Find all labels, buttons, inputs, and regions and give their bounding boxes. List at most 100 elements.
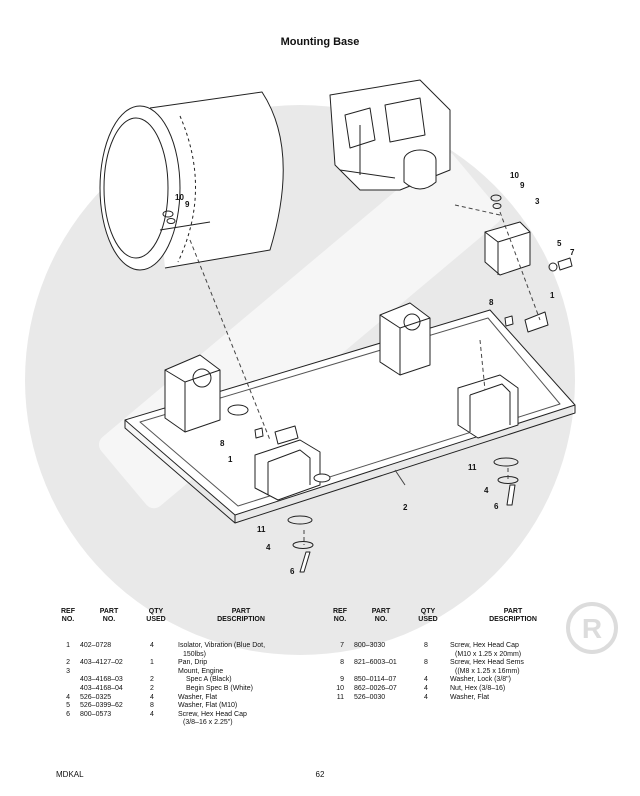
cell-qty: 8 [424, 659, 428, 667]
cell-desc: Washer, Lock (3/8") [450, 676, 511, 684]
table-row: 8 821–6003–01 8 Screw, Hex Head Sems [320, 659, 640, 668]
table-row: 403–4168–03 2 Spec A (Black) [0, 676, 320, 685]
cell-desc: (3/8–16 x 2.25") [183, 719, 233, 727]
engine-block [329, 79, 451, 191]
cell-qty: 1 [150, 659, 154, 667]
cell-ref: 1 [66, 642, 70, 649]
parts-table-left: REF NO. PART NO. QTY USED PART DESCRIPTI… [0, 608, 320, 758]
cell-desc: Spec A (Black) [186, 676, 232, 684]
table-row: 5 526–0399–62 8 Washer, Flat (M10) [0, 702, 320, 711]
svg-text:R: R [582, 613, 602, 644]
callout-label: 10 [175, 193, 184, 202]
cell-ref: 3 [66, 667, 70, 675]
table-row: 150lbs) [0, 651, 320, 660]
cell-qty: 4 [150, 710, 154, 718]
callout-label: 6 [290, 567, 295, 576]
table-row: 403–4168–04 2 Begin Spec B (White) [0, 685, 320, 694]
callout-label: 8 [489, 298, 494, 307]
callout-label: 9 [185, 200, 190, 209]
callout-label: 5 [557, 239, 562, 248]
cell-qty: 4 [424, 693, 428, 701]
cell-ref: 11 [336, 693, 344, 701]
engine-mount-bracket [484, 221, 531, 276]
cell-desc: Screw, Hex Head Cap [178, 710, 247, 718]
cell-desc: Begin Spec B (White) [186, 685, 253, 692]
table-row: ((M8 x 1.25 x 16mm) [320, 668, 640, 677]
page-title: Mounting Base [280, 36, 360, 48]
callout-label: 6 [494, 502, 499, 511]
page-number: 62 [315, 770, 325, 779]
cell-qty: 4 [424, 676, 428, 684]
cell-desc: Mount, Engine [178, 667, 224, 675]
cell-desc: Washer, Flat [450, 693, 490, 701]
table-row: 6 800–0573 4 Screw, Hex Head Cap [0, 711, 320, 720]
cell-part: 403–4168–03 [80, 676, 123, 684]
rear-left-mount [164, 354, 221, 433]
callout-label: 11 [257, 525, 266, 534]
cell-desc: Nut, Hex (3/8–16) [450, 685, 506, 692]
cell-part: 800–3030 [354, 642, 386, 649]
callout-label: 2 [403, 503, 408, 512]
cell-desc: Screw, Hex Head Cap [450, 642, 519, 649]
isolator [524, 311, 549, 333]
cell-qty: 8 [150, 702, 154, 710]
cell-part: 403–4168–04 [80, 685, 123, 692]
cell-ref: 2 [66, 659, 70, 667]
isolator [227, 404, 249, 416]
col-header-qty: QTY USED [146, 608, 166, 623]
col-header-qty: QTY USED [418, 608, 438, 623]
col-header-ref: REF NO. [61, 608, 75, 623]
base-frame [124, 309, 576, 524]
cell-part: 403–4127–02 [80, 659, 123, 667]
cell-qty: 2 [150, 685, 154, 692]
cell-ref: 10 [336, 685, 344, 692]
cell-ref: 8 [340, 659, 344, 667]
cell-part: 526–0325 [80, 693, 112, 701]
callout-label: 4 [484, 486, 489, 495]
callout-label: 9 [520, 181, 525, 190]
rear-right-mount [379, 302, 431, 376]
table-row: 11 526–0030 4 Washer, Flat [320, 694, 640, 703]
callout-label: 1 [550, 291, 555, 300]
cell-part: 800–0573 [80, 710, 112, 718]
col-header-part: PART NO. [371, 608, 391, 623]
cell-part: 526–0399–62 [80, 702, 123, 710]
cell-ref: 9 [340, 676, 344, 684]
cell-qty: 4 [150, 642, 154, 649]
cell-ref: 6 [66, 710, 70, 718]
document-code: MDKAL [56, 770, 84, 779]
cell-desc: (M10 x 1.25 x 20mm) [455, 650, 522, 658]
cell-qty: 2 [150, 676, 154, 684]
isolator [274, 425, 299, 445]
exploded-diagram: 10 9 10 9 3 5 7 8 1 8 1 2 11 4 6 11 4 6 [99, 79, 576, 576]
cell-desc: Isolator, Vibration (Blue Dot, [178, 642, 266, 649]
table-row: (3/8–16 x 2.25") [0, 719, 320, 728]
cell-ref: 4 [66, 693, 70, 701]
cell-qty: 8 [424, 642, 428, 649]
cell-desc: 150lbs) [183, 650, 206, 658]
col-header-desc: PART DESCRIPTION [217, 608, 265, 623]
cell-qty: 4 [424, 685, 428, 692]
front-left-mount [254, 439, 321, 501]
callout-label: 4 [266, 543, 271, 552]
generator-housing [99, 91, 284, 271]
col-header-desc: PART DESCRIPTION [489, 608, 537, 623]
cell-desc: Screw, Hex Head Sems [450, 659, 524, 667]
cell-desc: Washer, Flat (M10) [178, 702, 238, 710]
cell-part: 526–0030 [354, 693, 386, 701]
callout-label: 10 [510, 171, 519, 180]
cell-part: 821–6003–01 [354, 659, 397, 667]
col-header-ref: REF NO. [333, 608, 347, 623]
cell-part: 862–0026–07 [354, 685, 397, 692]
table-row: 10 862–0026–07 4 Nut, Hex (3/8–16) [320, 685, 640, 694]
table-row: 9 850–0114–07 4 Washer, Lock (3/8") [320, 676, 640, 685]
table-row: 3 Mount, Engine [0, 668, 320, 677]
cell-part: 850–0114–07 [354, 676, 397, 684]
table-row: (M10 x 1.25 x 20mm) [320, 651, 640, 660]
cell-desc: Pan, Drip [178, 659, 208, 667]
cell-desc: ((M8 x 1.25 x 16mm) [455, 667, 520, 675]
parts-table-right: REF NO. PART NO. QTY USED PART DESCRIPTI… [320, 608, 640, 758]
cell-ref: 5 [66, 702, 70, 710]
cell-ref: 7 [340, 642, 344, 649]
